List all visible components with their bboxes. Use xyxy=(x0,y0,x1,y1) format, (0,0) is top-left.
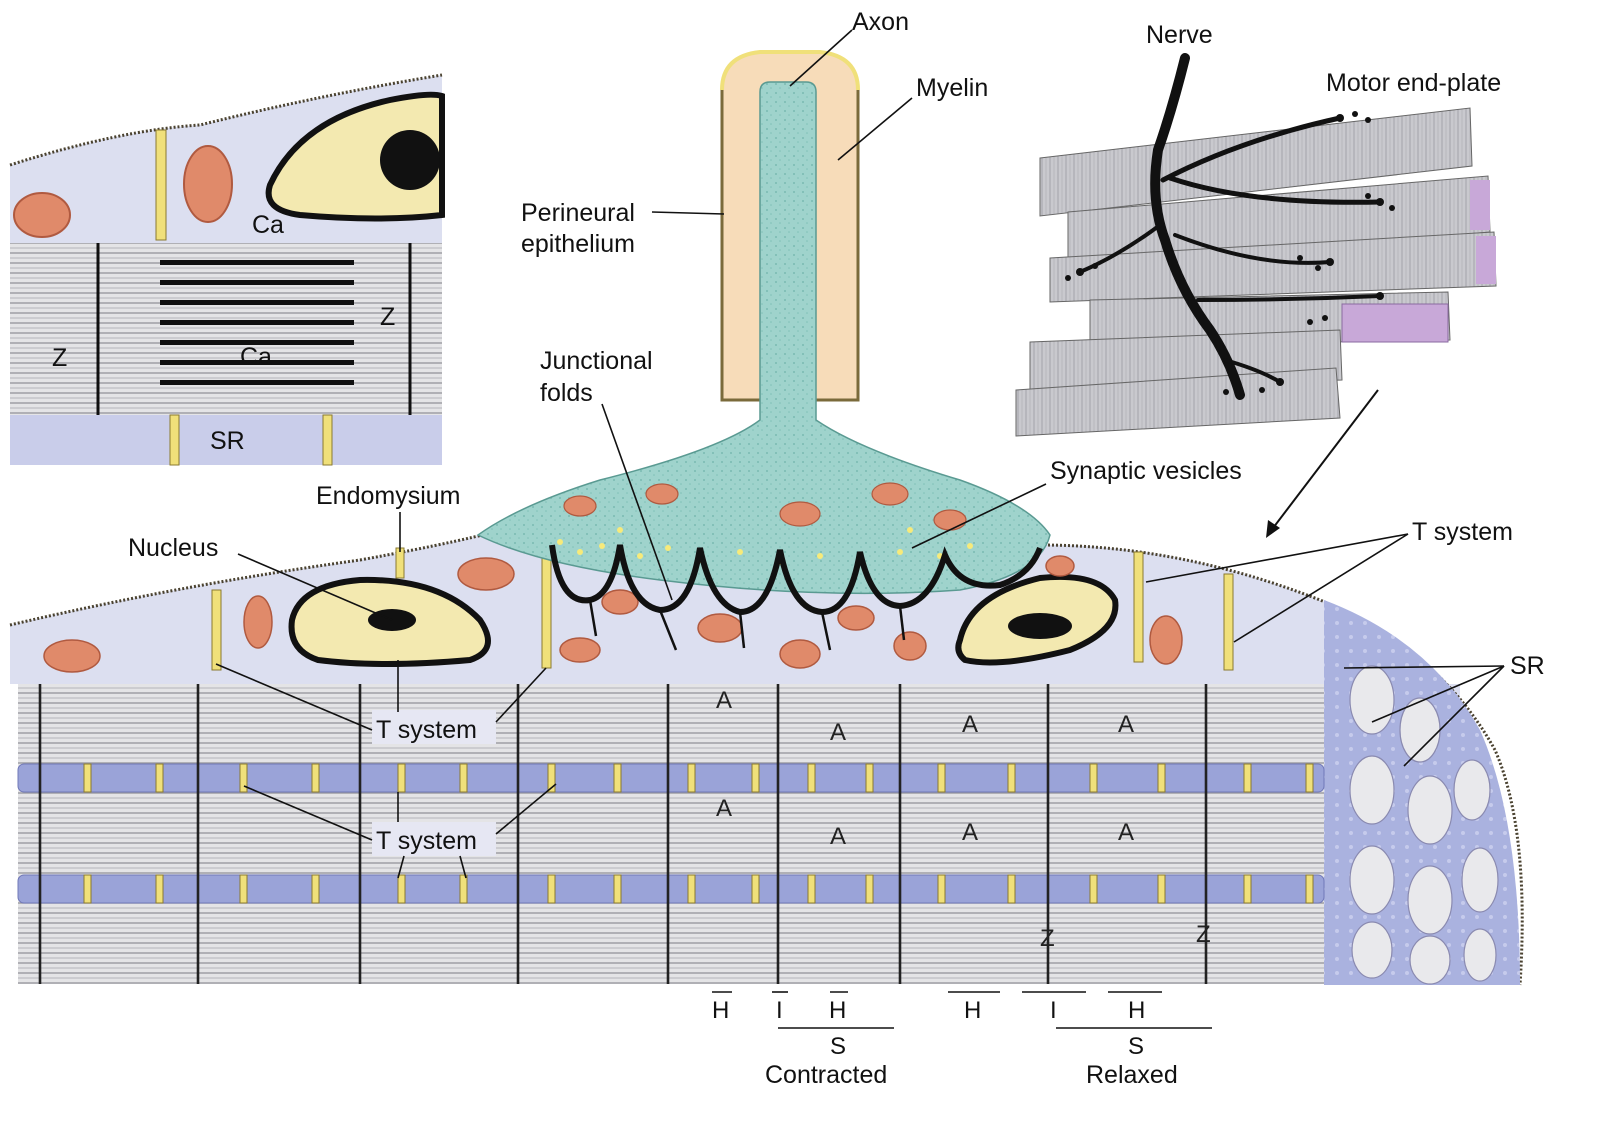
sr-tubule-band xyxy=(18,875,1324,903)
i-band-label: I xyxy=(1050,997,1057,1024)
t-system-label-right: T system xyxy=(1412,518,1513,546)
z-line-label: Z xyxy=(1196,921,1211,948)
nucleus-label: Nucleus xyxy=(128,534,218,562)
nerve-label: Nerve xyxy=(1146,21,1213,49)
inset-ca-label: Ca xyxy=(252,211,284,239)
a-band-label: A xyxy=(962,819,978,846)
perineural-leader xyxy=(652,212,724,214)
a-band-label: A xyxy=(716,687,732,714)
inset-nucleolus xyxy=(380,130,440,190)
inset-mitochondrion xyxy=(184,146,232,222)
muscle-fiber-cut-end xyxy=(1470,180,1490,230)
a-band-label: A xyxy=(716,795,732,822)
junctional-folds-label-2: folds xyxy=(540,379,593,407)
motor-end-plate-label: Motor end-plate xyxy=(1326,69,1501,97)
z-line-label: Z xyxy=(1040,925,1055,952)
inset-z-label: Z xyxy=(52,344,67,372)
myelin-label: Myelin xyxy=(916,74,988,102)
i-band-label: I xyxy=(776,997,783,1024)
a-band-label: A xyxy=(1118,819,1134,846)
a-band-label: A xyxy=(1118,711,1134,738)
h-zone-label: H xyxy=(1128,997,1145,1024)
inset-t-tubule xyxy=(170,415,179,465)
h-zone-label: H xyxy=(829,997,846,1024)
inset-z-label: Z xyxy=(380,303,395,331)
t-system-label-lower: T system xyxy=(376,827,477,855)
sr-tubule-band xyxy=(18,764,1324,792)
inset-t-tubule xyxy=(323,415,332,465)
h-zone-label: H xyxy=(712,997,729,1024)
a-band-label: A xyxy=(830,719,846,746)
muscle-fiber-cut-end xyxy=(1476,236,1496,284)
synaptic-vesicles-label: Synaptic vesicles xyxy=(1050,457,1242,485)
sarcomere-label: S xyxy=(830,1033,846,1060)
muscle-fibers xyxy=(1016,108,1496,436)
endomysium-label: Endomysium xyxy=(316,482,461,510)
sarcomere-inset: Ca Ca Z Z SR xyxy=(10,75,442,465)
sarcomere-label: S xyxy=(1128,1033,1144,1060)
perineural-label: Perineural xyxy=(521,199,635,227)
perineural-label-2: epithelium xyxy=(521,230,635,258)
a-band-label: A xyxy=(962,711,978,738)
t-system-label-upper: T system xyxy=(376,716,477,744)
inset-ca-label: Ca xyxy=(240,343,272,371)
inset-myofibril xyxy=(10,243,442,415)
inset-mitochondrion xyxy=(14,193,70,237)
sr-label-right: SR xyxy=(1510,652,1545,680)
h-zone-label: H xyxy=(964,997,981,1024)
muscle-fiber-cut-end xyxy=(1342,304,1448,342)
axon-label: Axon xyxy=(852,8,909,36)
inset-sr-label: SR xyxy=(210,427,245,455)
junctional-folds-label: Junctional xyxy=(540,347,653,375)
a-band-label: A xyxy=(830,823,846,850)
inset-t-tubule xyxy=(156,130,166,240)
nucleolus xyxy=(1008,613,1072,639)
relaxed-label: Relaxed xyxy=(1086,1061,1178,1089)
contracted-label: Contracted xyxy=(765,1061,887,1089)
